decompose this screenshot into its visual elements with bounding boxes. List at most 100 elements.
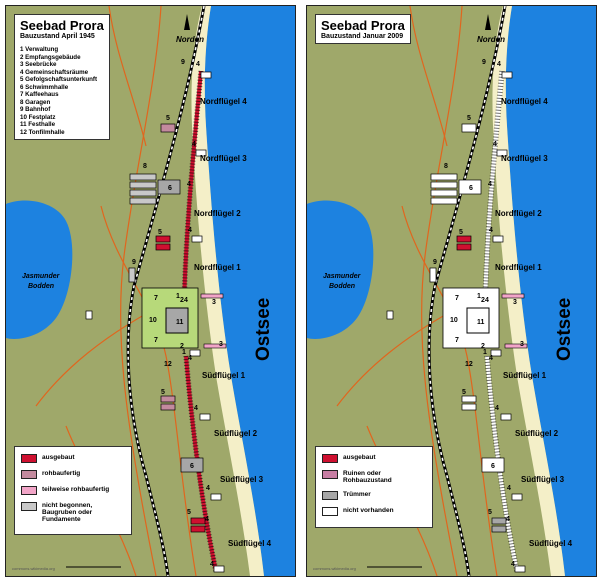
map-number-12: 12 bbox=[465, 361, 473, 368]
station bbox=[128, 267, 136, 283]
map-number-4: 4 bbox=[194, 405, 198, 412]
block-4-b bbox=[496, 149, 508, 157]
block-4-g bbox=[213, 565, 225, 573]
legend-label: nicht vorhanden bbox=[343, 507, 394, 514]
map-number-2: 2 bbox=[180, 343, 184, 350]
map-number-9: 9 bbox=[433, 259, 437, 266]
garage-block bbox=[430, 197, 458, 205]
legend-swatch bbox=[322, 470, 338, 479]
map-number-5: 5 bbox=[158, 229, 162, 236]
map-subtitle: Bauzustand April 1945 bbox=[20, 33, 95, 40]
map-number-4: 4 bbox=[507, 485, 511, 492]
garage-block bbox=[129, 189, 157, 197]
map-number-4: 4 bbox=[187, 181, 191, 188]
north-wing-main bbox=[483, 70, 504, 307]
block-4-f bbox=[511, 493, 523, 501]
block-4-d bbox=[189, 349, 201, 357]
label-nordfluegel-4: Nordflügel 4 bbox=[200, 97, 247, 106]
map-number-5: 5 bbox=[161, 389, 165, 396]
pier-south bbox=[504, 343, 528, 349]
map-number-4: 4 bbox=[489, 355, 493, 362]
beach bbox=[492, 6, 565, 576]
map-number-7: 7 bbox=[455, 295, 459, 302]
map-number-4: 4 bbox=[511, 561, 515, 568]
map-number-4: 4 bbox=[184, 297, 188, 304]
map-number-11: 11 bbox=[477, 319, 485, 326]
label-suedfluegel-2: Südflügel 2 bbox=[515, 429, 559, 438]
map-number-8: 8 bbox=[143, 163, 147, 170]
block-5-f bbox=[190, 517, 206, 525]
pier-south bbox=[203, 343, 227, 349]
path-3 bbox=[35, 310, 152, 407]
pier-north bbox=[501, 293, 525, 299]
legend-item: teilweise rohbaufertig bbox=[21, 486, 125, 495]
map-number-3: 3 bbox=[520, 341, 524, 348]
beach bbox=[191, 6, 264, 576]
map-number-5: 5 bbox=[459, 229, 463, 236]
north-wing-main bbox=[182, 70, 203, 307]
north-label: Norden bbox=[176, 35, 204, 44]
map-number-3: 3 bbox=[513, 299, 517, 306]
small-hut bbox=[386, 310, 394, 320]
block-4-a bbox=[501, 71, 513, 79]
map-number-9: 9 bbox=[132, 259, 136, 266]
map-number-6: 6 bbox=[190, 463, 194, 470]
garage-block bbox=[129, 181, 157, 189]
sea-area bbox=[204, 6, 295, 576]
label-nordfluegel-3: Nordflügel 3 bbox=[200, 154, 247, 163]
building-list-item: 1 Verwaltung bbox=[20, 46, 59, 53]
map-number-5: 5 bbox=[187, 509, 191, 516]
north-arrow-icon bbox=[184, 14, 190, 30]
block-5-g bbox=[190, 525, 206, 533]
map-number-4: 4 bbox=[210, 561, 214, 568]
map-number-1: 1 bbox=[182, 349, 186, 356]
legend-item: ausgebaut bbox=[322, 454, 426, 463]
label-nordfluegel-3: Nordflügel 3 bbox=[501, 154, 548, 163]
map-number-5: 5 bbox=[166, 115, 170, 122]
legend-item: rohbaufertig bbox=[21, 470, 125, 479]
path-4 bbox=[401, 205, 498, 576]
path-2 bbox=[108, 6, 147, 147]
station bbox=[429, 267, 437, 283]
pool-north bbox=[157, 179, 181, 195]
map-number-7: 7 bbox=[455, 337, 459, 344]
map-number-4: 4 bbox=[488, 181, 492, 188]
map-number-10: 10 bbox=[450, 317, 458, 324]
legend-label: Ruinen oder Rohbauzustand bbox=[343, 470, 392, 484]
map-number-4: 4 bbox=[188, 355, 192, 362]
path-4 bbox=[100, 205, 197, 576]
pool-south bbox=[481, 457, 505, 473]
map-number-6: 6 bbox=[469, 185, 473, 192]
railway-dash bbox=[428, 6, 506, 576]
garage-block bbox=[129, 173, 157, 181]
label-nordfluegel-4: Nordflügel 4 bbox=[501, 97, 548, 106]
building-list-item: 10 Festplatz bbox=[20, 113, 56, 121]
map-number-12: 12 bbox=[164, 361, 172, 368]
block-4-f bbox=[210, 493, 222, 501]
ostsee-label: Ostsee bbox=[253, 298, 274, 361]
sea-area bbox=[505, 6, 596, 576]
legend-item: Trümmer bbox=[322, 491, 426, 500]
map-number-4: 4 bbox=[497, 61, 501, 68]
block-5-a bbox=[461, 123, 477, 133]
block-4-b bbox=[195, 149, 207, 157]
map-number-8: 8 bbox=[444, 163, 448, 170]
map-number-1: 1 bbox=[176, 293, 180, 300]
map-number-1: 1 bbox=[477, 293, 481, 300]
north-label: Norden bbox=[477, 35, 505, 44]
block-5-c bbox=[155, 243, 171, 251]
block-5-d bbox=[160, 395, 176, 403]
lagoon bbox=[6, 200, 73, 339]
block-5-d bbox=[461, 395, 477, 403]
garage-block bbox=[430, 181, 458, 189]
building-list-item: 11 Festhalle bbox=[20, 121, 56, 128]
north-arrow-icon bbox=[485, 14, 491, 30]
map-title: Seebad Prora bbox=[321, 18, 405, 33]
block-5-a bbox=[160, 123, 176, 133]
label-suedfluegel-2: Südflügel 2 bbox=[214, 429, 258, 438]
block-4-g bbox=[514, 565, 526, 573]
label-nordfluegel-1: Nordflügel 1 bbox=[194, 263, 241, 272]
map-number-4: 4 bbox=[206, 485, 210, 492]
